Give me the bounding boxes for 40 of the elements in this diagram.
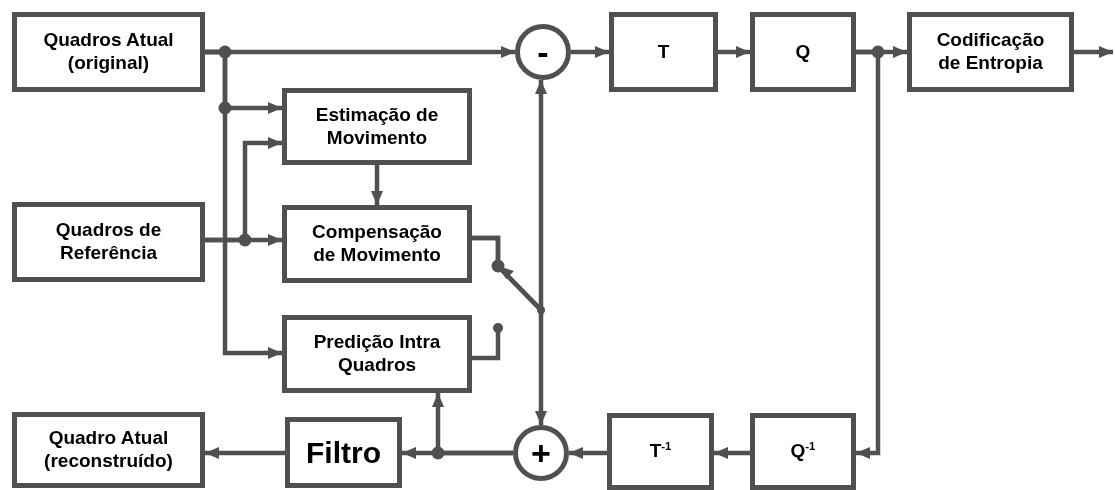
process-box — [282, 88, 472, 165]
node-label: Quadros Atual (original) — [42, 29, 175, 75]
node-label: T$^{-1}$ — [649, 439, 672, 464]
node-label: Q — [795, 40, 811, 64]
process-box — [12, 12, 205, 92]
arrow — [571, 46, 609, 58]
node-label: Quadro Atual (reconstruído) — [43, 427, 174, 473]
arrow — [432, 393, 513, 456]
arrow — [205, 49, 282, 359]
node-label: Quadros de Referência — [54, 219, 163, 265]
arrow — [472, 235, 547, 425]
arrow — [569, 447, 607, 459]
arrow — [718, 46, 750, 58]
arrow — [1074, 46, 1113, 58]
arrow — [856, 49, 881, 459]
process-box — [609, 12, 718, 92]
node-label: Compensação de Movimento — [311, 221, 443, 267]
process-box — [12, 202, 205, 282]
summing-junction — [515, 24, 571, 80]
node-label: Filtro — [306, 434, 381, 471]
summing-junction — [513, 425, 569, 481]
arrow — [205, 447, 285, 459]
arrow — [714, 447, 750, 459]
node-label: Q$^{-1}$ — [790, 439, 816, 464]
process-box — [607, 413, 714, 490]
process-box — [282, 205, 472, 283]
arrow — [371, 165, 383, 205]
process-box — [282, 315, 472, 393]
process-box — [285, 417, 402, 488]
process-box — [750, 413, 856, 490]
process-box — [750, 12, 856, 92]
process-box — [907, 12, 1074, 92]
node-label: Estimação de Movimento — [314, 103, 440, 150]
process-box — [12, 412, 205, 488]
node-label: T — [657, 40, 670, 64]
node-label: Predição Intra Quadros — [313, 331, 441, 377]
node-label: Codificação de Entropia — [935, 29, 1046, 75]
node-label: - — [537, 35, 549, 69]
node-label: + — [531, 436, 551, 470]
arrow — [205, 137, 282, 243]
